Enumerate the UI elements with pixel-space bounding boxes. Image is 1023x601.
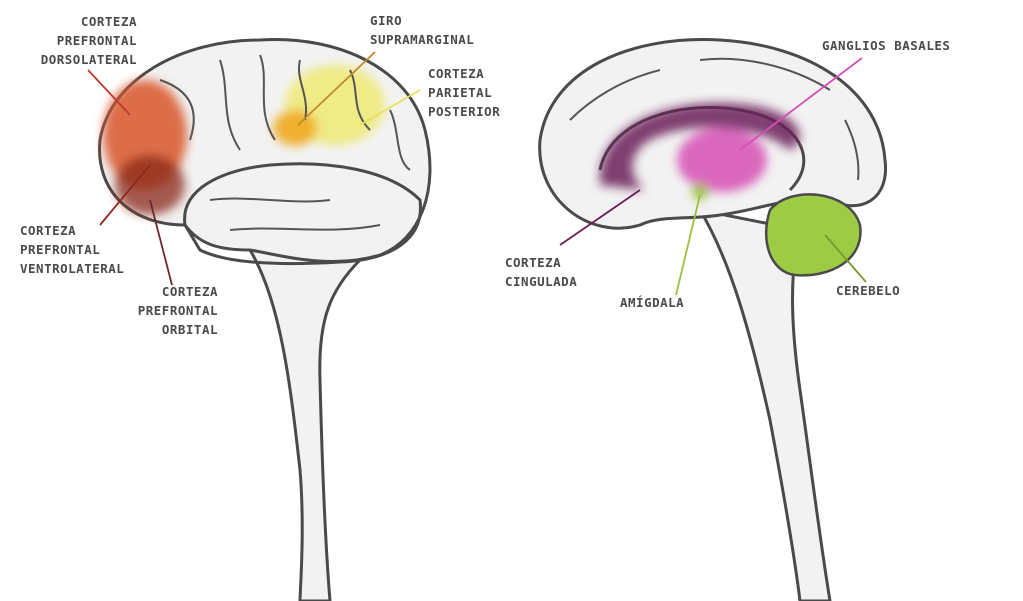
label-line: GANGLIOS BASALES <box>822 38 951 53</box>
medial-regions <box>599 102 800 200</box>
label-line: AMÍGDALA <box>620 295 685 310</box>
label-line: ORBITAL <box>161 322 218 337</box>
label-line: CORTEZA <box>161 284 218 299</box>
region-vlpfc <box>115 155 185 215</box>
label-smg: GIRO SUPRAMARGINAL <box>370 11 474 49</box>
leader-lines <box>87 51 867 296</box>
label-basal-ganglia: GANGLIOS BASALES <box>822 36 950 55</box>
label-amygdala: AMÍGDALA <box>620 293 684 312</box>
label-line: CORTEZA <box>80 14 137 29</box>
label-cingulate: CORTEZA CINGULADA <box>505 253 577 291</box>
label-vlpfc: CORTEZA PREFRONTAL VENTROLATERAL <box>20 221 124 278</box>
label-line: GIRO <box>370 13 403 28</box>
label-dlpfc: CORTEZA PREFRONTAL DORSOLATERAL <box>10 12 137 69</box>
lateral-brainstem <box>247 248 364 601</box>
label-line: CINGULADA <box>505 274 578 289</box>
region-cingulate <box>599 102 800 190</box>
region-smg <box>273 110 317 146</box>
label-line: CEREBELO <box>836 283 901 298</box>
region-amygdala <box>692 184 708 200</box>
region-cerebellum <box>765 193 862 277</box>
label-line: SUPRAMARGINAL <box>370 32 475 47</box>
label-line: CORTEZA <box>428 66 485 81</box>
medial-brainstem <box>696 207 832 601</box>
lateral-sulci <box>159 54 411 231</box>
region-basal-ganglia <box>677 128 767 192</box>
label-line: PREFRONTAL <box>56 33 137 48</box>
label-line: VENTROLATERAL <box>20 261 125 276</box>
label-ppc: CORTEZA PARIETAL POSTERIOR <box>428 64 500 121</box>
label-cerebellum: CEREBELO <box>836 281 900 300</box>
label-line: POSTERIOR <box>428 104 501 119</box>
label-line: PREFRONTAL <box>20 242 101 257</box>
temporal-lobe <box>183 162 422 266</box>
label-line: CORTEZA <box>20 223 77 238</box>
label-ofc: CORTEZA PREFRONTAL ORBITAL <box>100 282 218 339</box>
medial-sulci <box>569 57 860 181</box>
label-line: DORSOLATERAL <box>40 52 137 67</box>
label-line: PREFRONTAL <box>137 303 218 318</box>
label-line: PARIETAL <box>428 85 493 100</box>
label-line: CORTEZA <box>505 255 562 270</box>
